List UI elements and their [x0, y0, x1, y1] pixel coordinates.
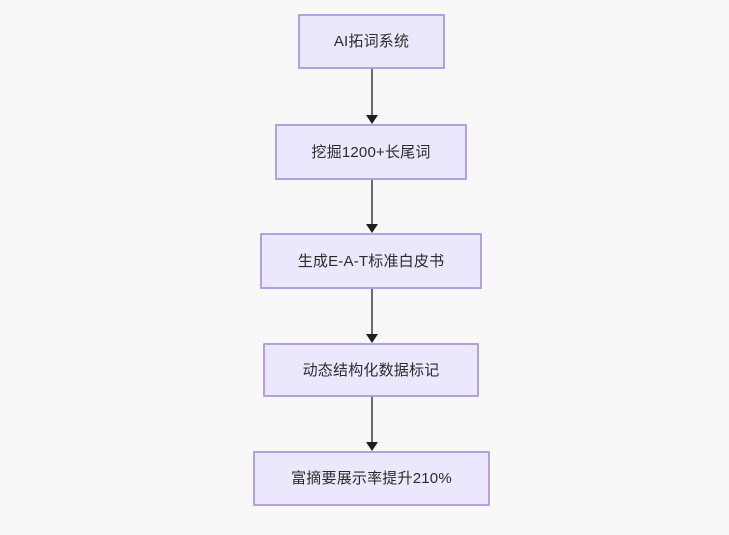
flowchart-node-label: 挖掘1200+长尾词	[311, 143, 431, 161]
flowchart-node-label: 富摘要展示率提升210%	[291, 470, 452, 487]
flowchart-node-n2[interactable]: 挖掘1200+长尾词	[275, 124, 467, 180]
edge-line	[371, 69, 373, 117]
flowchart-node-n4[interactable]: 动态结构化数据标记	[263, 343, 479, 397]
flowchart-node-n3[interactable]: 生成E-A-T标准白皮书	[260, 233, 482, 289]
arrowhead-down-icon	[366, 334, 378, 343]
flowchart-edge-n2-n3	[366, 180, 378, 234]
flowchart-node-n5[interactable]: 富摘要展示率提升210%	[253, 451, 490, 506]
arrowhead-down-icon	[366, 224, 378, 233]
flowchart-node-label: 生成E-A-T标准白皮书	[297, 252, 445, 270]
flowchart-edge-n4-n5	[366, 397, 378, 452]
flowchart-edge-n1-n2	[366, 69, 378, 125]
flowchart-edge-n3-n4	[366, 289, 378, 344]
arrowhead-down-icon	[366, 115, 378, 124]
edge-line	[371, 289, 373, 336]
edge-line	[371, 180, 373, 226]
flowchart-node-n1[interactable]: AI拓词系统	[298, 14, 445, 69]
arrowhead-down-icon	[366, 442, 378, 451]
flowchart-node-label: 动态结构化数据标记	[302, 361, 440, 379]
edge-line	[371, 397, 373, 444]
flowchart-node-label: AI拓词系统	[333, 33, 410, 50]
